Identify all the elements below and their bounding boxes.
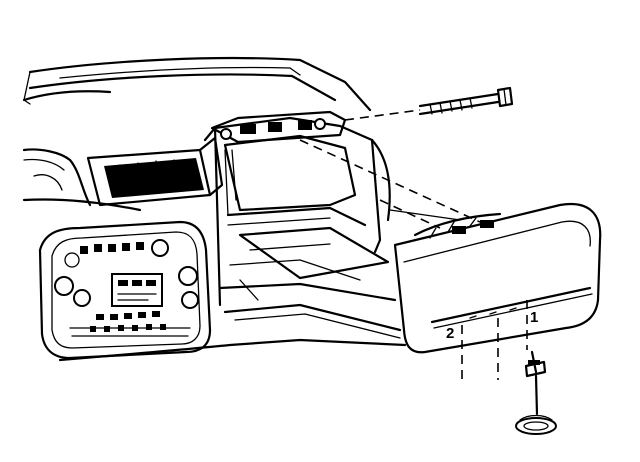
screw-with-washer: [515, 350, 557, 435]
radio-control-panel: [38, 220, 212, 360]
alignment-lines: [299, 139, 528, 385]
right-knob: [178, 266, 198, 286]
callout-labels: 2 1: [446, 309, 538, 342]
instrument-panel-top: [22, 56, 372, 112]
glove-box-door: [393, 202, 602, 354]
air-vent: [86, 136, 224, 207]
radio-display: [111, 273, 163, 307]
glove-box-opening: [58, 116, 461, 362]
left-knob: [54, 276, 74, 296]
dash-left-contour: [22, 148, 142, 212]
hinge-bolt: [344, 86, 514, 121]
callout-1: 1: [530, 309, 538, 326]
callout-2: 2: [446, 325, 454, 342]
